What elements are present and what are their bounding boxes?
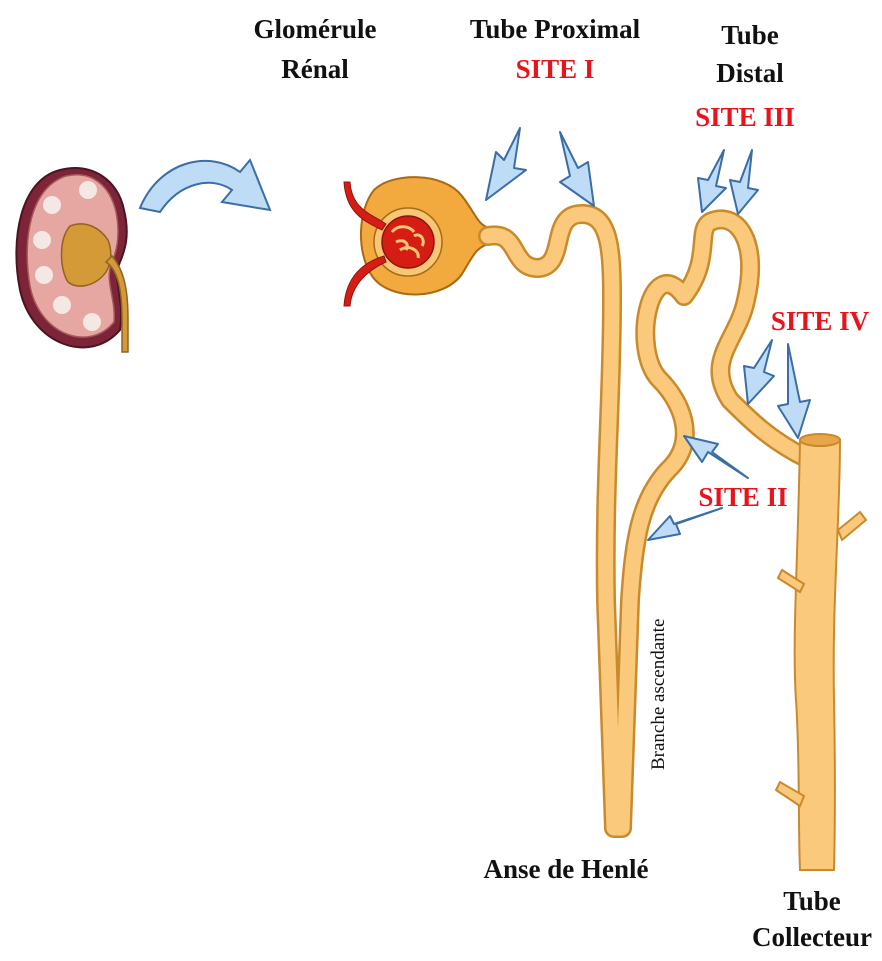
glomerule-label: Glomérule Rénal — [250, 12, 380, 86]
glomerulus-icon — [344, 177, 490, 306]
site-4-arrow-left — [744, 340, 774, 404]
site-1-arrow-left — [486, 128, 526, 200]
zoom-arrow-icon — [140, 160, 270, 212]
site-3-arrow-left — [698, 150, 726, 212]
site-3-label: SITE III — [682, 100, 808, 134]
tube-proximal-text: Tube Proximal — [440, 12, 670, 46]
tube-distal-line-1: Tube — [700, 18, 800, 52]
site-1-arrow-right — [560, 132, 594, 206]
tube-collecteur-line-2: Collecteur — [742, 920, 882, 954]
site-4-arrow-right — [778, 344, 810, 438]
kidney-icon — [16, 168, 128, 352]
tube-distal-label: Tube Distal — [700, 18, 800, 90]
branche-ascendante-label: Branche ascendante — [648, 619, 670, 770]
tube-distal-line-2: Distal — [700, 56, 800, 90]
tube-collecteur-label: Tube Collecteur — [742, 884, 882, 954]
site-4-label: SITE IV — [758, 304, 882, 338]
glomerule-line-1: Glomérule — [250, 12, 380, 46]
glomerule-line-2: Rénal — [250, 52, 380, 86]
anse-label: Anse de Henlé — [456, 852, 676, 886]
site-2-arrow-upper — [684, 436, 748, 478]
site-3-arrow-right — [730, 150, 758, 214]
tube-collecteur-line-1: Tube — [742, 884, 882, 918]
site-1-label: SITE I — [440, 52, 670, 86]
tube-proximal-label: Tube Proximal SITE I — [440, 12, 670, 86]
site-2-label: SITE II — [688, 480, 798, 514]
